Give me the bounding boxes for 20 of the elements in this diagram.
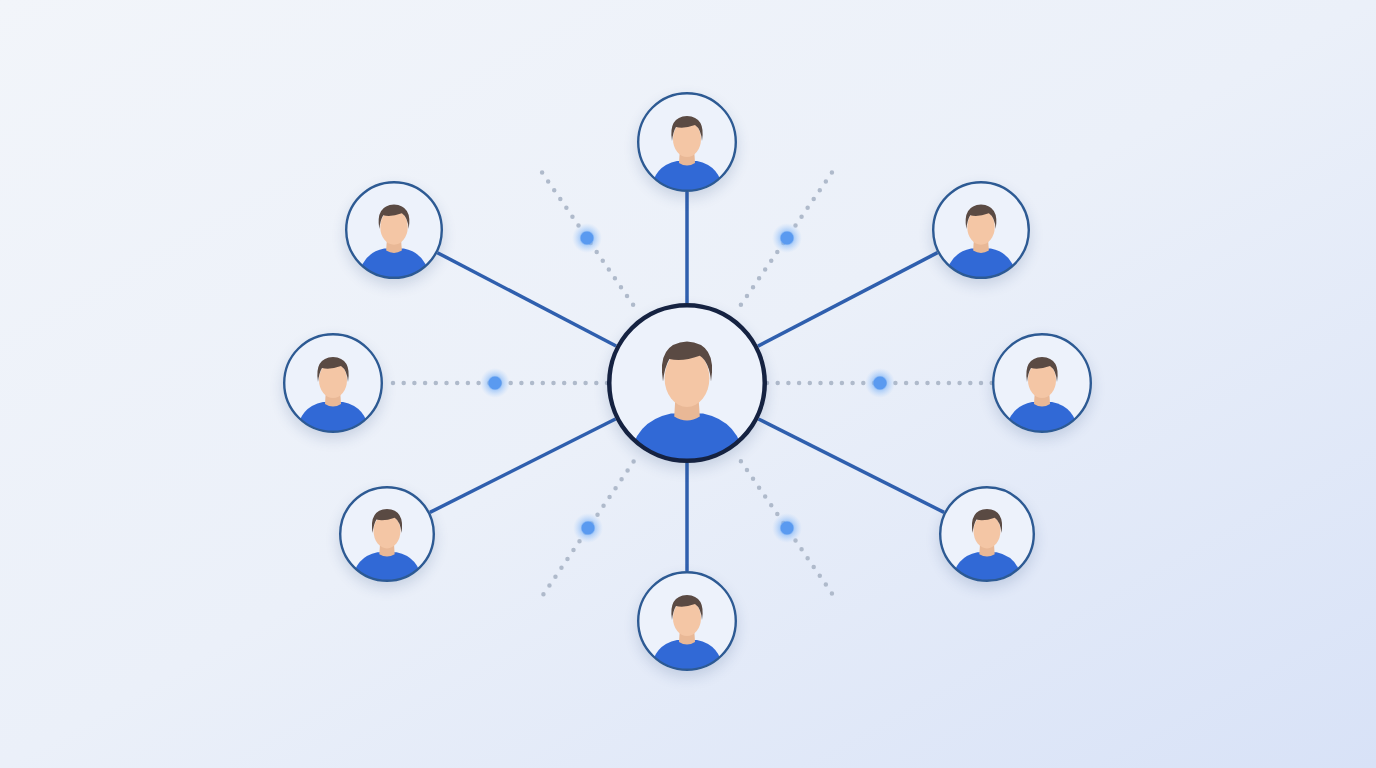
person-avatar [637, 571, 737, 671]
person-avatar [637, 92, 737, 192]
connector-line [757, 251, 939, 348]
person-avatar [932, 181, 1030, 279]
person-avatar [283, 333, 383, 433]
dotted-connector [738, 458, 836, 598]
dotted-connector [540, 459, 636, 598]
person-avatar [607, 303, 767, 463]
person-avatar [339, 486, 435, 582]
connector-line [757, 417, 945, 514]
person-avatar [939, 486, 1035, 582]
connector-line [685, 463, 689, 571]
person-avatar [992, 333, 1092, 433]
dotted-connector [538, 168, 636, 308]
connector-line [429, 417, 617, 514]
dotted-connector [738, 168, 836, 308]
person-avatar [345, 181, 443, 279]
connector-line [685, 192, 689, 303]
connector-line [436, 251, 617, 348]
dotted-connector [764, 380, 995, 386]
